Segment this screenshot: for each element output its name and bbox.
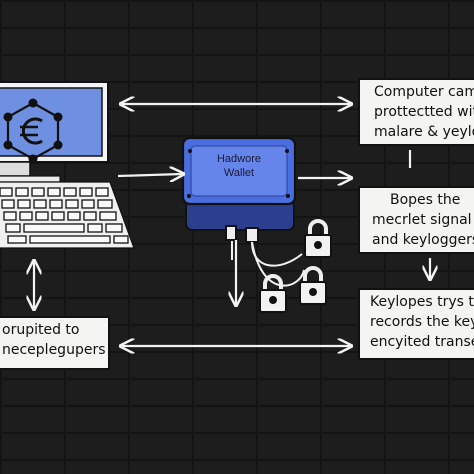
wallet-label-line: Hadwore [216, 153, 262, 165]
hardware-wallet-icon [181, 136, 297, 231]
box-text-line: prottectted with [374, 104, 474, 120]
padlock-icon [259, 274, 287, 313]
padlock-icon [299, 266, 327, 305]
box-text-line: records the key [370, 314, 474, 330]
box-text-line: Bopes the [390, 192, 461, 208]
box-text-line: malare & yeylogg [374, 124, 474, 140]
wallet-label-line: Wallet [223, 167, 255, 179]
bottom-left-text-box: orupited to neceplegupers [0, 316, 110, 370]
box-text-line: mecrlet signal [372, 212, 472, 228]
box-text-line: neceplegupers [2, 342, 106, 358]
arrow-keyboard-to-wallet [117, 174, 182, 176]
box-text-line: and keyloggers [372, 232, 474, 248]
usb-cable-icon [225, 225, 305, 287]
padlock-icon [304, 219, 332, 258]
computer-monitor-icon [0, 81, 109, 183]
box-text-line: orupited to [2, 322, 80, 338]
bottom-right-text-box: Keylopes trys t records the key encyited… [358, 288, 474, 360]
top-right-text-box: Computer cam prottectted with malare & y… [358, 78, 474, 146]
box-text-line: Computer cam [374, 84, 474, 100]
mid-right-text-box: Bopes the mecrlet signal and keyloggers [358, 186, 474, 254]
crypto-hexagon-icon [3, 98, 63, 164]
keyboard-icon [0, 181, 135, 249]
wallet-label: Hadwore Wallet [195, 152, 283, 180]
box-text-line: encyited transe [370, 334, 474, 350]
box-text-line: Keylopes trys t [370, 294, 474, 310]
